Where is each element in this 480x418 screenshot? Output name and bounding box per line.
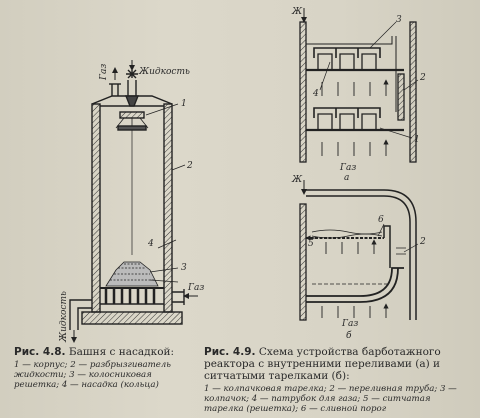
tower-base (81, 311, 183, 325)
sieve-tray-reactor-drawing (299, 180, 419, 321)
fig2-label-zh-b: Ж (291, 175, 303, 185)
liquid-outlet-pipe (69, 299, 92, 330)
fig2b-number-5: 5 (308, 239, 314, 249)
fig1-label-gas-side: Газ (187, 283, 204, 293)
fig2-label-zh-a: Ж (291, 7, 303, 17)
gas-inlet-pipe (172, 289, 185, 305)
cap-tray-lower (306, 107, 404, 132)
fig1-number-3: 3 (181, 263, 187, 273)
fig1-number-2: 2 (186, 161, 193, 171)
gas-outlet-pipe (111, 84, 119, 96)
fig2b-number-6: 6 (378, 215, 384, 225)
caption-heading: Рис. 4.9. Схема устройства барботажного … (204, 346, 472, 382)
packing-rings (105, 261, 159, 287)
caption-number: Рис. 4.8. (14, 346, 66, 358)
fig1-label-liquid-bottom: Жидкость (59, 291, 69, 343)
sieve-tray-upper (306, 225, 391, 268)
caption-title: Башня с насадкой: (68, 346, 175, 358)
figure-4-9-caption: Рис. 4.9. Схема устройства барботажного … (204, 346, 472, 414)
liquid-inlet-pipe (127, 80, 137, 96)
caption-number: Рис. 4.9. (204, 346, 256, 358)
caption-heading: Рис. 4.8. Башня с насадкой: (14, 346, 196, 358)
packed-tower-drawing (69, 60, 198, 343)
fig2a-number-4: 4 (312, 89, 319, 99)
fig2a-number-1: 1 (414, 135, 420, 145)
caption-title: Схема устройства барботажного реактора с… (204, 346, 441, 382)
fig2a-number-3: 3 (396, 15, 402, 25)
sieve-tray-lower (306, 247, 406, 303)
fig1-label-gas-top: Газ (99, 64, 109, 81)
cap-tray-upper (306, 36, 404, 112)
caption-legend: 1 — колпачковая тарелка; 2 — переливная … (204, 384, 457, 414)
fig1-label-liquid-top: Жидкость (138, 67, 190, 77)
fig2a-number-2: 2 (419, 73, 426, 83)
fig2-label-sub-b: б (346, 330, 352, 341)
fig1-number-1: 1 (181, 99, 187, 109)
tower-shell-left-wall (91, 103, 101, 313)
liquid-sprayer (115, 69, 149, 131)
fig2-label-gas-b: Газ (341, 319, 358, 329)
caption-legend: 1 — корпус; 2 — разбрызгиватель жидкости… (14, 360, 171, 390)
overflow-pipe (397, 73, 405, 121)
fig2-label-gas-a: Газ (339, 163, 356, 173)
bubble-cap-reactor-drawing (299, 8, 419, 163)
fig2-label-sub-a: а (344, 173, 349, 183)
grate-support (100, 287, 164, 305)
fig1-number-4: 4 (147, 239, 154, 249)
figure-4-8-caption: Рис. 4.8. Башня с насадкой: 1 — корпус; … (14, 346, 196, 390)
fig2b-number-2: 2 (419, 237, 426, 247)
